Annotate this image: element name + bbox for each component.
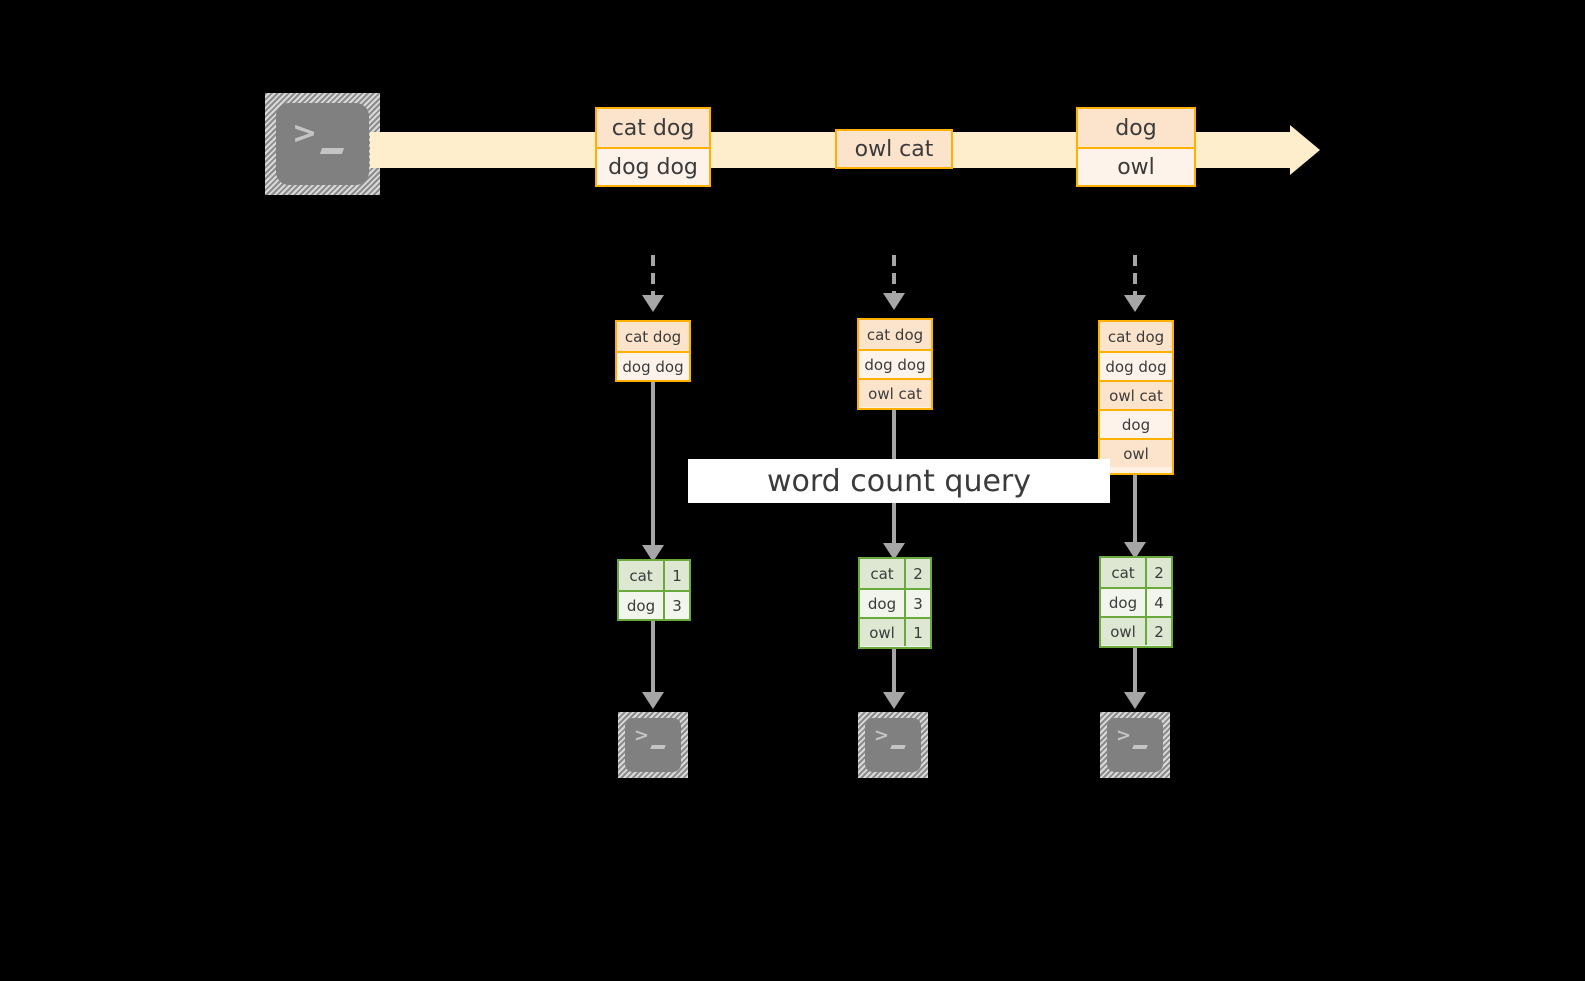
snapshot-1-sink-arrowhead <box>642 692 664 709</box>
snapshot-1-input-line: cat dog <box>617 322 689 351</box>
table-row: cat 1 <box>619 561 689 590</box>
stream-event-line: dog dog <box>597 147 709 185</box>
table-cell-count: 3 <box>665 592 689 619</box>
snapshot-1-input-line: dog dog <box>617 351 689 380</box>
table-row: owl 2 <box>1101 616 1171 645</box>
table-cell-count: 1 <box>906 619 930 646</box>
snapshot-3-capture-arrowhead <box>1124 295 1146 312</box>
snapshot-3-query-line <box>1133 475 1137 549</box>
stream-event-line: owl cat <box>837 131 951 167</box>
snapshot-2-input-line: cat dog <box>859 320 931 349</box>
table-cell-word: cat <box>860 559 906 588</box>
table-cell-count: 2 <box>906 559 930 588</box>
snapshot-1-capture-arrowhead <box>642 295 664 312</box>
snapshot-2-input-line: dog dog <box>859 349 931 378</box>
snapshot-2-sink-line <box>892 649 896 699</box>
stream-event-line: owl <box>1078 147 1194 185</box>
snapshot-3-sink-arrowhead <box>1124 692 1146 709</box>
snapshot-2-sink-arrowhead <box>883 692 905 709</box>
table-cell-count: 1 <box>665 561 689 590</box>
snapshot-2-query-arrowhead <box>883 543 905 560</box>
table-row: dog 3 <box>619 590 689 619</box>
table-cell-word: dog <box>619 592 665 619</box>
snapshot-3-result-table: cat 2 dog 4 owl 2 <box>1099 556 1173 648</box>
snapshot-1-capture-line <box>651 255 655 297</box>
table-cell-count: 2 <box>1147 558 1171 587</box>
snapshot-2-capture-line <box>892 255 896 297</box>
source-terminal-icon: > <box>265 93 380 195</box>
snapshot-2-sink-terminal-icon: > <box>858 712 928 778</box>
table-cell-count: 2 <box>1147 618 1171 645</box>
snapshot-3-input-line: cat dog <box>1100 322 1172 351</box>
terminal-prompt-glyph: > <box>1116 725 1132 746</box>
stream-event-line: cat dog <box>597 109 709 147</box>
snapshot-2-input-line: owl cat <box>859 378 931 407</box>
terminal-cursor-glyph <box>1132 745 1148 749</box>
table-row: dog 3 <box>860 588 930 617</box>
stream-event-3: dog owl <box>1076 107 1196 187</box>
terminal-prompt-glyph: > <box>874 725 890 746</box>
snapshot-3-sink-line <box>1133 648 1137 700</box>
snapshot-1-result-table: cat 1 dog 3 <box>617 559 691 621</box>
table-cell-word: owl <box>860 619 906 646</box>
snapshot-1-query-line <box>651 382 655 552</box>
table-cell-word: cat <box>619 561 665 590</box>
snapshot-2-result-table: cat 2 dog 3 owl 1 <box>858 557 932 649</box>
terminal-cursor-glyph <box>650 745 666 749</box>
event-stream-arrowhead <box>1290 125 1320 175</box>
stream-event-1: cat dog dog dog <box>595 107 711 187</box>
snapshot-1-query-arrowhead <box>642 545 664 562</box>
snapshot-3-capture-line <box>1133 255 1137 297</box>
stream-event-2: owl cat <box>835 129 953 169</box>
snapshot-3-input-box: cat dog dog dog owl cat dog owl <box>1098 320 1174 475</box>
terminal-prompt-glyph: > <box>634 725 650 746</box>
snapshot-2-input-box: cat dog dog dog owl cat <box>857 318 933 410</box>
table-cell-count: 4 <box>1147 589 1171 616</box>
table-cell-count: 3 <box>906 590 930 617</box>
stream-event-line: dog <box>1078 109 1194 147</box>
snapshot-3-sink-terminal-icon: > <box>1100 712 1170 778</box>
snapshot-3-input-line: dog <box>1100 409 1172 438</box>
snapshot-3-query-arrowhead <box>1124 542 1146 559</box>
table-cell-word: dog <box>860 590 906 617</box>
table-row: cat 2 <box>860 559 930 588</box>
snapshot-1-sink-line <box>651 621 655 699</box>
terminal-cursor-glyph <box>890 745 906 749</box>
snapshot-2-capture-arrowhead <box>883 293 905 310</box>
terminal-body <box>276 103 369 185</box>
table-cell-word: dog <box>1101 589 1147 616</box>
snapshot-1-input-box: cat dog dog dog <box>615 320 691 382</box>
query-label-banner: word count query <box>688 459 1110 503</box>
terminal-prompt-glyph: > <box>292 116 318 151</box>
snapshot-3-input-line: dog dog <box>1100 351 1172 380</box>
terminal-cursor-glyph <box>319 148 345 154</box>
snapshot-3-input-line: owl <box>1100 438 1172 467</box>
snapshot-3-input-line: owl cat <box>1100 380 1172 409</box>
table-row: dog 4 <box>1101 587 1171 616</box>
table-row: cat 2 <box>1101 558 1171 587</box>
snapshot-1-sink-terminal-icon: > <box>618 712 688 778</box>
table-cell-word: cat <box>1101 558 1147 587</box>
table-row: owl 1 <box>860 617 930 646</box>
table-cell-word: owl <box>1101 618 1147 645</box>
